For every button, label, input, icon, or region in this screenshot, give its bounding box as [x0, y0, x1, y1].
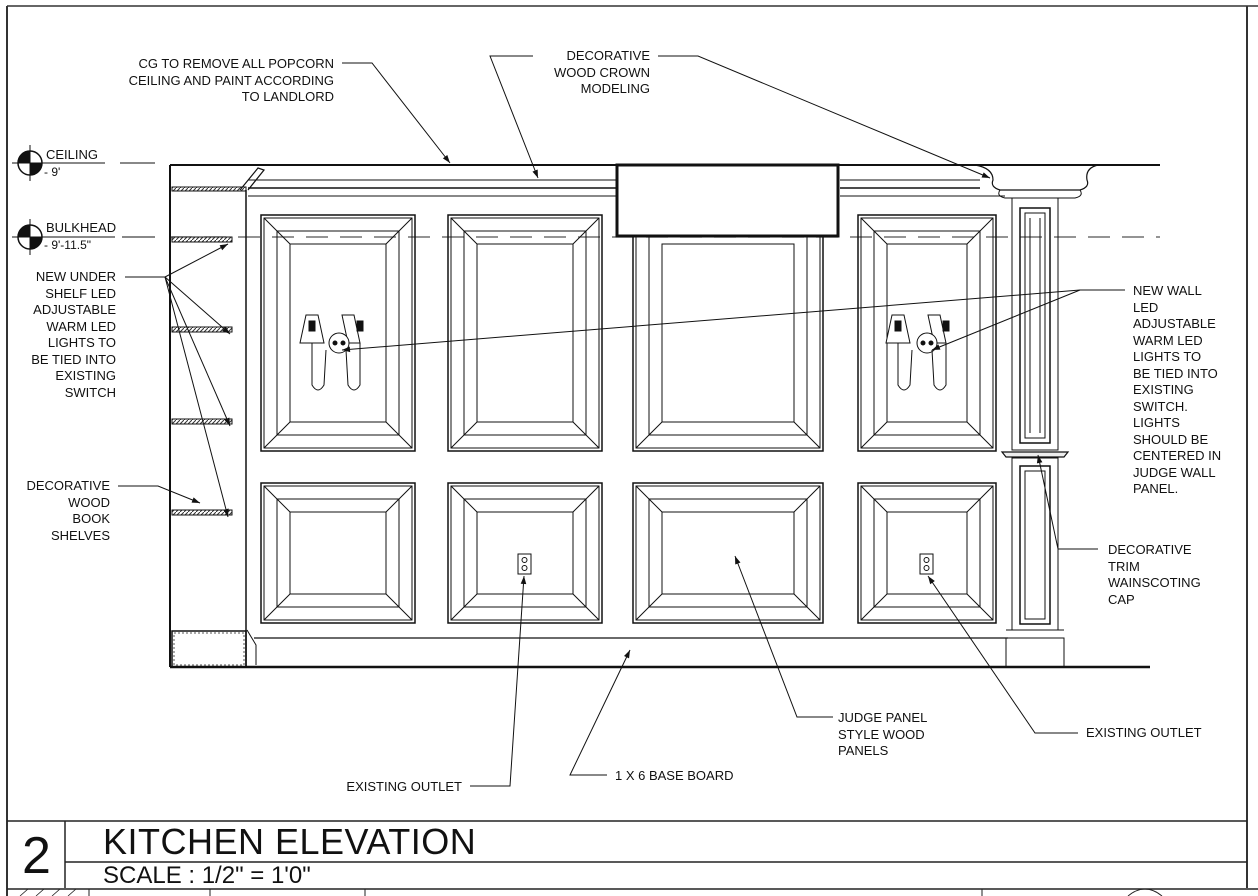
- upper-panel-2: [447, 214, 603, 452]
- ceiling-level-marker: [12, 145, 155, 181]
- lower-panel-1: [260, 482, 416, 624]
- outlet-left: [517, 553, 532, 575]
- lower-panel-2: [447, 482, 603, 624]
- note-judge-panel: JUDGE PANEL STYLE WOOD PANELS: [838, 710, 928, 758]
- note-book-shelves: DECORATIVE WOOD BOOK SHELVES: [26, 478, 110, 543]
- note-crown-molding: DECORATIVE WOOD CROWN MODELING: [553, 48, 650, 96]
- bulkhead-level-label: BULKHEAD: [46, 220, 117, 235]
- sheet-border: [6, 5, 1258, 896]
- drawing-scale: SCALE : 1/2" = 1'0": [103, 862, 311, 889]
- drawing-number: 2: [22, 827, 51, 885]
- shelf-4: [171, 509, 233, 516]
- baseboard: [246, 629, 1008, 665]
- lower-panel-4: [857, 482, 997, 624]
- ceiling-level-label: CEILING: [46, 147, 99, 162]
- upper-panel-4: [857, 214, 997, 452]
- shelf-2: [171, 326, 233, 333]
- wall-sconce-left: [299, 314, 364, 391]
- bulkhead-level-value: - 9'-11.5": [44, 238, 92, 252]
- pilaster: [1000, 197, 1070, 668]
- note-popcorn-ceiling: CG TO REMOVE ALL POPCORN CEILING AND PAI…: [128, 56, 334, 104]
- bookshelf-alcove: [171, 167, 266, 668]
- outlet-right: [919, 553, 934, 575]
- upper-panel-3: [632, 235, 824, 452]
- note-under-shelf-led: NEW UNDER SHELF LED ADJUSTABLE WARM LED …: [31, 269, 116, 400]
- crown-molding: [248, 164, 1099, 199]
- note-existing-outlet-right: EXISTING OUTLET: [1086, 725, 1202, 740]
- note-existing-outlet-left: EXISTING OUTLET: [346, 779, 462, 794]
- note-wainscoting-cap: DECORATIVE TRIM WAINSCOTING CAP: [1108, 542, 1201, 607]
- leader-lines: [118, 55, 1125, 787]
- lower-panel-3: [632, 482, 824, 624]
- judge-panels: [260, 214, 997, 624]
- title-block: [7, 820, 1258, 896]
- shelf-1: [171, 236, 233, 243]
- drawing-title: KITCHEN ELEVATION: [103, 821, 477, 862]
- note-base-board: 1 X 6 BASE BOARD: [615, 768, 734, 783]
- bulkhead-level-marker: [12, 219, 155, 255]
- note-wall-led: NEW WALL LED ADJUSTABLE WARM LED LIGHTS …: [1133, 283, 1222, 496]
- wall-sconce-right: [885, 314, 950, 391]
- ceiling-level-value: - 9': [44, 165, 61, 179]
- bulkhead-box: [615, 163, 840, 238]
- upper-panel-1: [260, 214, 416, 452]
